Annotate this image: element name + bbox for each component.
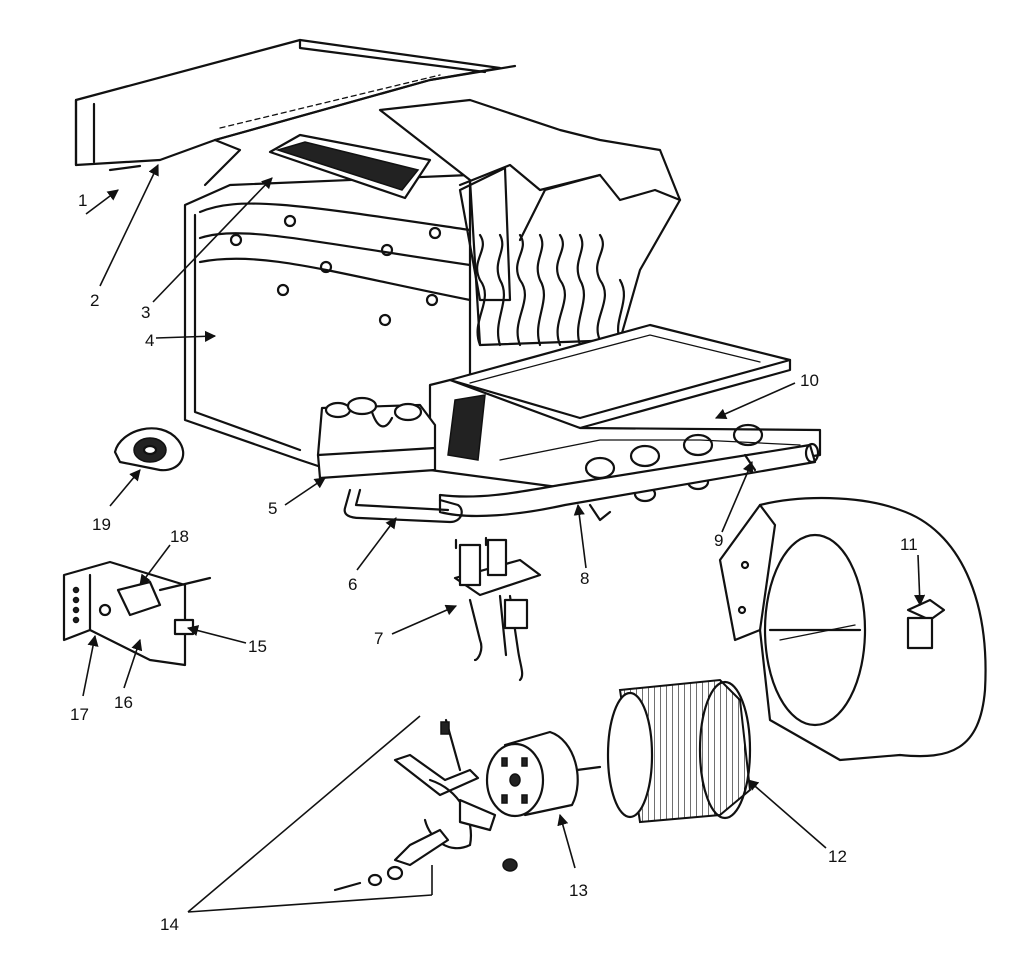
callout-15: 15 [248,637,267,656]
pilot-assembly-part [453,536,542,682]
callout-6: 6 [348,575,357,594]
limit-control-part [113,427,185,472]
fan-switch-part [62,560,212,667]
callout-19: 19 [92,515,111,534]
draft-hood-part [74,38,517,187]
callout-12: 12 [828,847,847,866]
callout-18: 18 [170,527,189,546]
callout-7: 7 [374,629,383,648]
callout-14: 14 [160,915,179,934]
blower-wheel-part [606,678,752,824]
callout-3: 3 [141,303,150,322]
blower-housing-part [718,496,987,762]
leader-lines [82,163,926,913]
callout-17: 17 [70,705,89,724]
blower-motor-part [485,730,602,818]
callout-11: 11 [900,535,918,554]
callout-1: 1 [78,191,87,210]
callout-16: 16 [114,693,133,712]
pilot-tubing-part [343,488,463,524]
callout-4: 4 [145,331,154,350]
callout-13: 13 [569,881,588,900]
manifold-part [438,442,820,522]
callout-9: 9 [714,531,723,550]
callout-5: 5 [268,499,277,518]
callout-8: 8 [580,569,589,588]
callout-labels: 1 2 3 4 5 6 7 8 9 10 11 12 13 14 15 16 1… [70,191,918,934]
callout-2: 2 [90,291,99,310]
gas-valve-part [316,396,437,480]
motor-mount-part [333,718,518,892]
callout-10: 10 [800,371,819,390]
crossover-part [268,133,432,200]
